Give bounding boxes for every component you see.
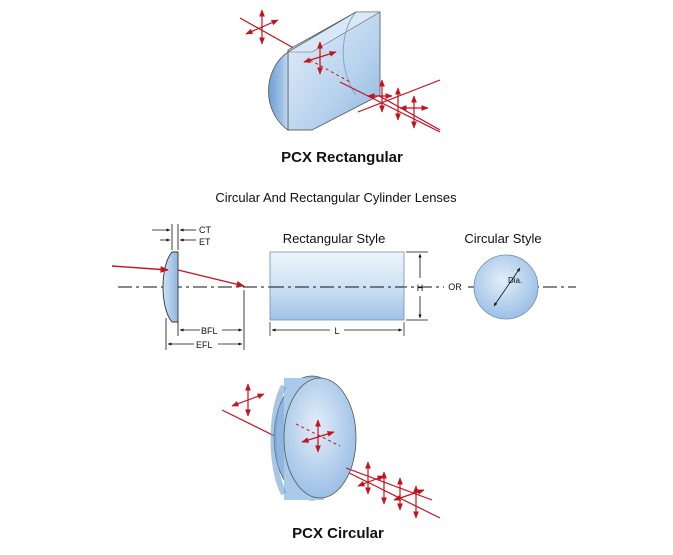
height-label: H <box>417 283 424 293</box>
ct-label: CT <box>199 225 211 235</box>
bfl-label: BFL <box>201 326 218 336</box>
lens-side-profile <box>162 251 179 323</box>
circular-lens-body <box>283 377 357 499</box>
et-label: ET <box>199 237 211 247</box>
circular-cross-section <box>473 254 539 320</box>
dimension-diagram: CT ET BFL EFL Rectangular Style H L OR C… <box>111 224 576 350</box>
top-caption: PCX Rectangular <box>281 149 403 166</box>
dia-label: Dia. <box>508 276 522 285</box>
rectangular-rod <box>269 251 405 321</box>
bottom-caption: PCX Circular <box>292 525 384 542</box>
efl-label: EFL <box>196 340 213 350</box>
pcx-rectangular-illustration <box>239 9 441 133</box>
rectangular-style-heading: Rectangular Style <box>283 231 386 246</box>
pcx-circular-illustration <box>221 375 441 519</box>
length-label: L <box>334 326 339 336</box>
circular-style-heading: Circular Style <box>464 231 541 246</box>
diagram-title: Circular And Rectangular Cylinder Lenses <box>215 190 457 205</box>
or-label: OR <box>448 282 462 292</box>
